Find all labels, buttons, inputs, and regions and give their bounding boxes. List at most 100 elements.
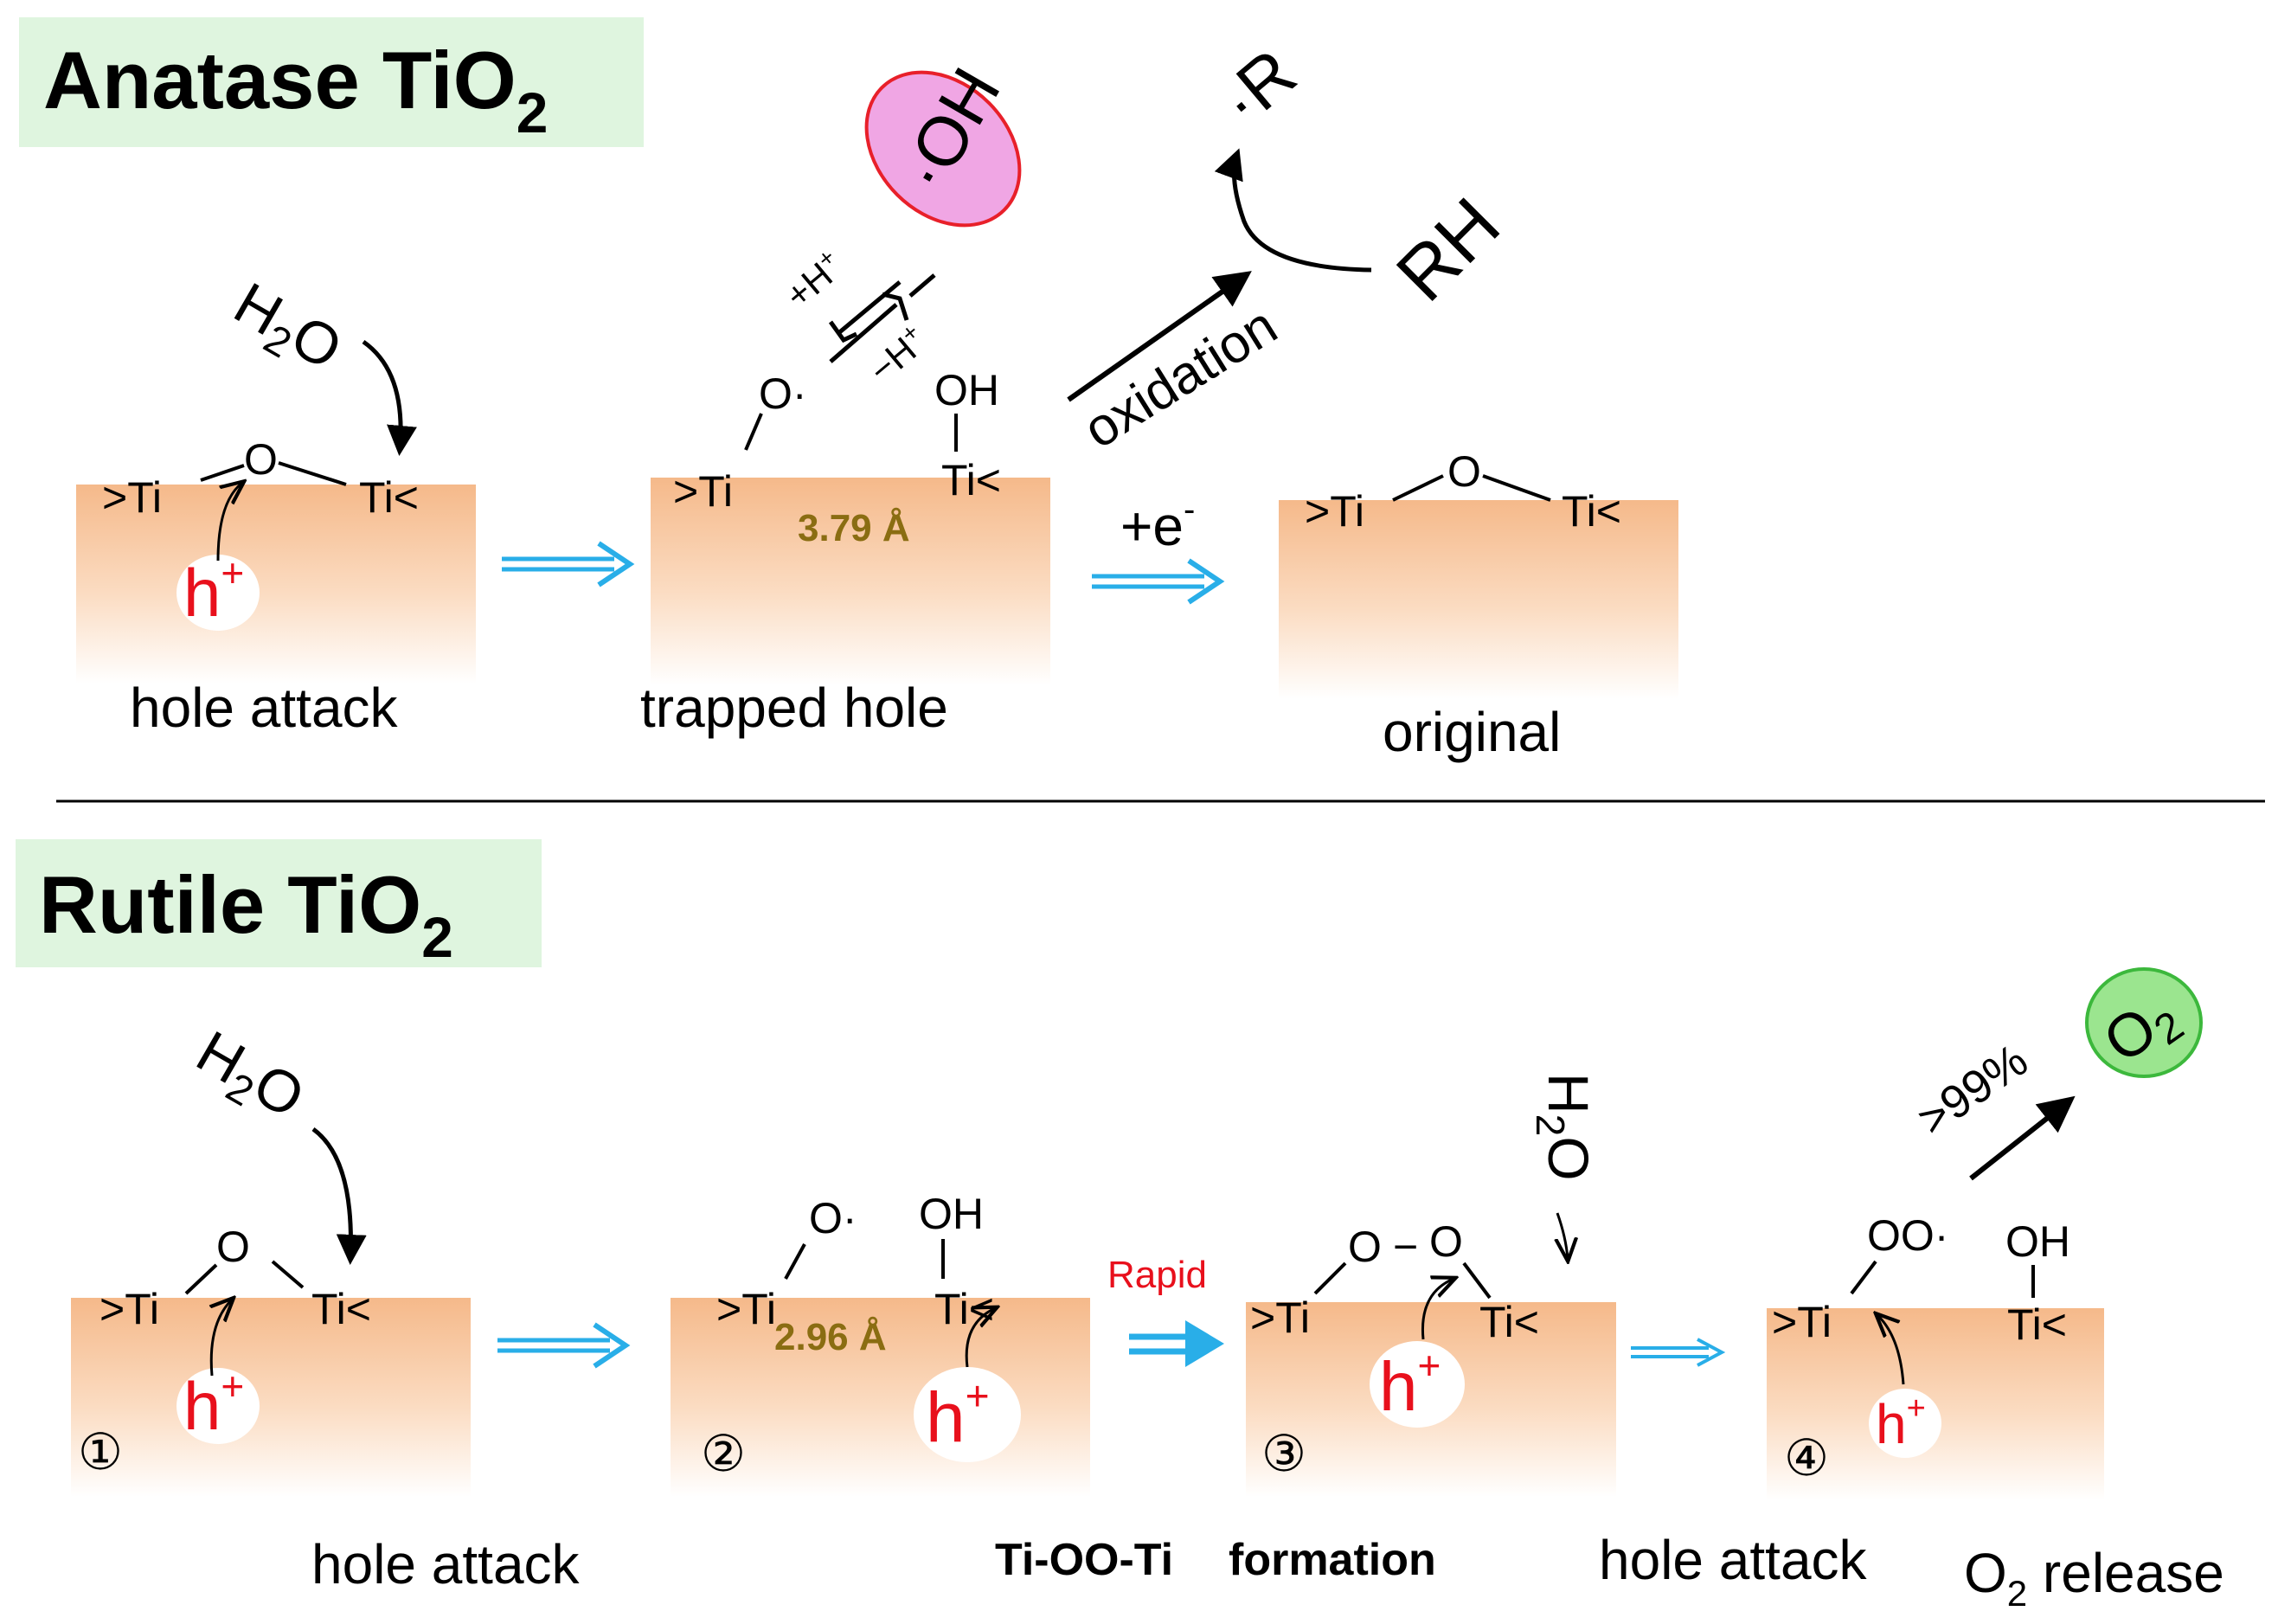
step-label: hole attack [311, 1533, 581, 1595]
bond [1462, 1261, 1492, 1300]
curved-arrow-icon [362, 339, 417, 456]
bond [784, 1243, 806, 1280]
anatase-banner [19, 17, 644, 147]
step-number: ④ [1784, 1430, 1829, 1486]
substrate: RH [1381, 183, 1516, 318]
step-number: ① [78, 1424, 123, 1480]
bond [1313, 1261, 1347, 1295]
ti-right: Ti< [359, 473, 419, 522]
release-arrow-icon [1969, 1095, 2076, 1181]
hydroxyl: OH [2005, 1217, 2070, 1266]
ti-right: Ti< [1479, 1298, 1539, 1346]
anatase-slab-1 [76, 485, 476, 684]
ti-left: >Ti [673, 467, 733, 516]
release-label: O2 release [1964, 1542, 2224, 1614]
bond-distance: 2.96 Å [774, 1316, 887, 1358]
bond [278, 461, 347, 486]
ti-left: >Ti [1772, 1298, 1832, 1346]
hydroxyl: OH [934, 366, 999, 414]
hole-symbol: h+ [1876, 1390, 1926, 1455]
anatase-slab-2 [651, 478, 1050, 685]
water-molecule: H2O [219, 270, 352, 390]
ti-right: Ti< [1562, 487, 1621, 536]
superoxo-radical: OO· [1867, 1211, 1948, 1260]
anatase-slab-3 [1279, 500, 1678, 699]
yield-label: >99% [1909, 1034, 2037, 1146]
oxygen-radical: O· [809, 1194, 857, 1242]
water-molecule: H2O [182, 1018, 315, 1139]
ti-right: Ti< [934, 1285, 994, 1333]
bond [184, 1263, 218, 1295]
oxygen-bubble [2085, 967, 2203, 1078]
reaction-arrow-icon [1092, 561, 1220, 602]
bond [744, 413, 763, 451]
organic-radical: ·R [1204, 34, 1310, 139]
hole-halo [1370, 1341, 1465, 1428]
curved-arrow-icon [1877, 1315, 1905, 1385]
step-label: trapped hole [640, 677, 948, 739]
formation-label-species: Ti-OO-Ti [995, 1535, 1173, 1585]
step-label: hole attack [130, 677, 399, 739]
curved-arrow-icon [1557, 1212, 1568, 1259]
step-number: ③ [1261, 1426, 1306, 1482]
rutile-slab-1 [71, 1298, 471, 1497]
hole-halo [1869, 1389, 1941, 1458]
curved-arrow-icon [1214, 148, 1372, 273]
rutile-title: Rutile TiO2 [39, 859, 453, 969]
step-label: original [1383, 701, 1561, 763]
hole-symbol: h+ [183, 1364, 244, 1444]
hole-halo [176, 555, 260, 631]
hole-halo [176, 1368, 260, 1444]
ti-left: >Ti [716, 1285, 776, 1333]
peroxo-bond: − [1393, 1223, 1418, 1271]
ti-left: >Ti [102, 473, 162, 522]
bond [1850, 1260, 1877, 1295]
electron-addition: +e- [1120, 491, 1195, 557]
anatase-title: Anatase TiO2 [43, 35, 548, 144]
reaction-arrow-icon [1631, 1338, 1726, 1367]
step-label: hole attack [1599, 1529, 1868, 1591]
hole-symbol: h+ [926, 1374, 990, 1457]
step-number: ② [701, 1426, 746, 1482]
hole-symbol: h+ [183, 550, 244, 631]
curved-arrow-icon [311, 1127, 367, 1265]
hydroxyl-radical-bubble [864, 70, 1022, 228]
water-molecule: H2O [1528, 1073, 1601, 1181]
ti-right: Ti< [311, 1285, 371, 1333]
proton-gain: +H+ [776, 243, 851, 316]
curved-arrow-icon [1421, 1279, 1453, 1340]
rutile-banner [16, 839, 542, 967]
ti-left: >Ti [1250, 1293, 1310, 1342]
bridging-oxygen: O [216, 1223, 250, 1271]
peroxo-oxygen: O [1429, 1217, 1463, 1266]
ti-left: >Ti [1305, 487, 1364, 536]
bond [1482, 474, 1551, 502]
reaction-arrow-icon [497, 1325, 626, 1366]
bridging-oxygen: O [244, 435, 278, 484]
bridging-oxygen: O [1447, 447, 1481, 496]
ti-left: >Ti [99, 1285, 159, 1333]
rutile-slab-2 [671, 1298, 1090, 1497]
oxidation-arrow-icon [1067, 271, 1252, 402]
bond [1392, 474, 1444, 502]
rapid-label: Rapid [1107, 1254, 1207, 1296]
bond-distance: 3.79 Å [798, 507, 910, 549]
ti-right: Ti< [2007, 1300, 2067, 1349]
hydroxyl: OH [919, 1190, 984, 1238]
curved-arrow-icon [211, 1300, 232, 1377]
bond [271, 1260, 305, 1289]
oxygen-radical: O· [759, 369, 807, 418]
hole-halo [914, 1367, 1021, 1462]
curved-arrow-icon [216, 483, 242, 562]
ti-right: Ti< [941, 456, 1001, 504]
equilibrium-arrows-icon [828, 273, 936, 363]
peroxo-oxygen: O [1348, 1223, 1382, 1271]
hole-symbol: h+ [1379, 1343, 1441, 1425]
formation-label: formation [1229, 1535, 1436, 1585]
reaction-arrow-icon [502, 543, 630, 585]
curved-arrow-icon [965, 1308, 995, 1368]
reaction-arrow-icon [1129, 1320, 1224, 1367]
bond [200, 464, 245, 482]
